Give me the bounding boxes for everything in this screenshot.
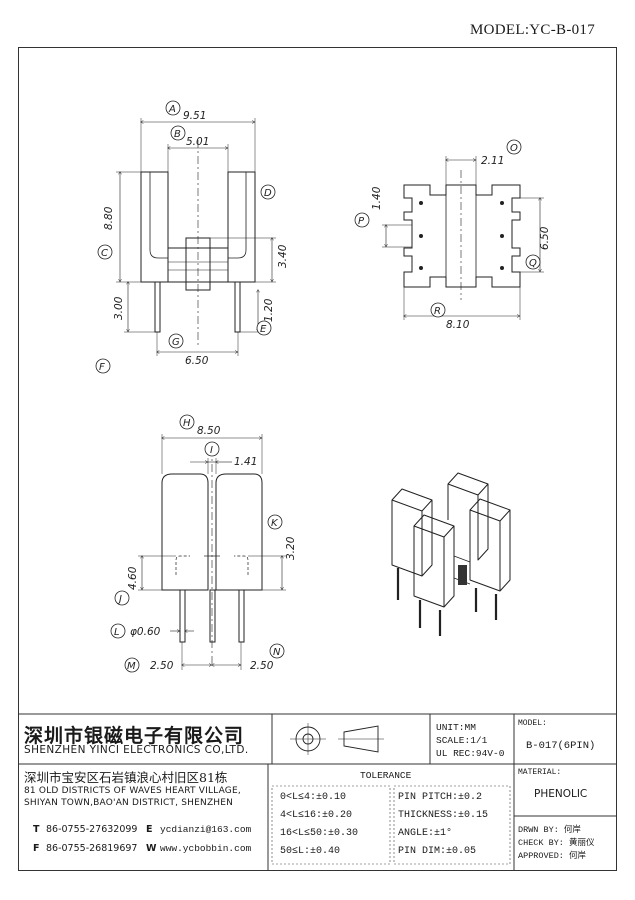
callout-M: M bbox=[127, 661, 136, 672]
ul-rec-label: UL REC:94V-0 bbox=[436, 748, 505, 759]
tolerance-right-4: PIN DIM:±0.05 bbox=[398, 846, 477, 857]
scale-label: SCALE:1/1 bbox=[436, 735, 488, 746]
callout-P: P bbox=[358, 216, 365, 227]
dim-M: 2.50 bbox=[150, 660, 174, 672]
callout-J: J bbox=[117, 594, 122, 605]
checked-by: CHECK BY: 黄丽仪 bbox=[518, 838, 595, 848]
tolerance-title: TOLERANCE bbox=[360, 770, 412, 781]
company-name-en: SHENZHEN YINCI ELECTRONICS CO,LTD. bbox=[24, 744, 249, 756]
approved-by: APPROVED: 何岸 bbox=[518, 851, 587, 861]
callout-A: A bbox=[168, 104, 176, 115]
dim-A: 9.51 bbox=[183, 110, 206, 122]
side-pin-left bbox=[179, 589, 186, 643]
email-label: E bbox=[146, 824, 153, 835]
dim-C: 8.80 bbox=[103, 206, 115, 230]
dim-N: 2.50 bbox=[250, 660, 274, 672]
side-right-flange bbox=[215, 473, 263, 591]
dim-F: 3.00 bbox=[113, 296, 125, 320]
dim-B: 5.01 bbox=[186, 136, 209, 148]
callout-G: G bbox=[172, 337, 180, 348]
address-cn: 深圳市宝安区石岩镇浪心村旧区81栋 bbox=[24, 770, 228, 785]
tolerance-right-2: THICKNESS:±0.15 bbox=[398, 810, 489, 821]
front-right-flange bbox=[227, 171, 256, 283]
dim-H: 8.50 bbox=[197, 425, 221, 437]
dim-G: 6.50 bbox=[185, 355, 209, 367]
side-pin-center bbox=[209, 589, 216, 643]
side-left-flange bbox=[161, 473, 209, 591]
dim-Q: 6.50 bbox=[539, 226, 551, 250]
email-value: ycdianzi@163.com bbox=[160, 824, 252, 835]
web-value: www.ycbobbin.com bbox=[160, 843, 252, 854]
callout-B: B bbox=[174, 129, 181, 140]
callout-F: F bbox=[99, 362, 105, 373]
dim-J: 4.60 bbox=[127, 566, 139, 590]
drawing-frame bbox=[18, 47, 617, 871]
dim-D: 3.40 bbox=[277, 244, 289, 268]
callout-C: C bbox=[101, 248, 108, 259]
callout-R: R bbox=[434, 306, 441, 317]
tolerance-left-3: 16<L≤50:±0.30 bbox=[280, 828, 359, 839]
unit-label: UNIT:MM bbox=[436, 722, 476, 733]
address-en-line2: SHIYAN TOWN,BAO'AN DISTRICT, SHENZHEN bbox=[24, 798, 234, 808]
dim-O: 2.11 bbox=[481, 155, 504, 167]
top-view bbox=[382, 156, 544, 320]
web-label: W bbox=[146, 843, 157, 854]
tolerance-left-2: 4<L≤16:±0.20 bbox=[280, 810, 353, 821]
callout-N: N bbox=[273, 647, 281, 658]
front-right-pin bbox=[234, 281, 241, 333]
dim-E: 1.20 bbox=[263, 298, 275, 322]
callout-L: L bbox=[114, 627, 120, 638]
isometric-view bbox=[391, 472, 511, 636]
callout-H: H bbox=[183, 418, 191, 429]
tolerance-right-1: PIN PITCH:±0.2 bbox=[398, 792, 483, 803]
tolerance-left-4: 50≤L:±0.40 bbox=[280, 846, 341, 857]
tolerance-left-1: 0<L≤4:±0.10 bbox=[280, 792, 347, 803]
tel-value: 86-0755-27632099 bbox=[46, 824, 138, 835]
model-field-value: B-017(6PIN) bbox=[526, 740, 596, 752]
front-left-flange bbox=[140, 171, 169, 283]
dim-R: 8.10 bbox=[446, 319, 470, 331]
projection-symbol bbox=[290, 723, 384, 755]
material-label: MATERIAL: bbox=[518, 768, 562, 777]
fax-value: 86-0755-26819697 bbox=[46, 843, 138, 854]
callout-D: D bbox=[264, 188, 272, 199]
callout-E: E bbox=[260, 324, 267, 335]
dim-K: 3.20 bbox=[285, 536, 297, 560]
title-block bbox=[18, 713, 617, 871]
front-left-pin bbox=[154, 281, 161, 333]
drawn-by: DRWN BY: 何岸 bbox=[518, 825, 581, 835]
dim-P: 1.40 bbox=[371, 186, 383, 210]
front-view bbox=[116, 118, 276, 356]
address-en-line1: 81 OLD DISTRICTS OF WAVES HEART VILLAGE, bbox=[24, 786, 241, 796]
dim-I: 1.41 bbox=[234, 456, 257, 468]
callout-K: K bbox=[271, 518, 279, 529]
tel-label: T bbox=[33, 824, 40, 835]
material-value: PHENOLIC bbox=[534, 788, 588, 800]
callout-O: O bbox=[510, 143, 518, 154]
tolerance-right-3: ANGLE:±1° bbox=[398, 828, 453, 839]
model-field-label: MODEL: bbox=[518, 719, 547, 728]
callout-I: I bbox=[210, 445, 213, 456]
dim-L: φ0.60 bbox=[130, 626, 161, 638]
side-view bbox=[138, 434, 286, 670]
side-pin-right bbox=[238, 589, 245, 643]
company-name-cn: 深圳市银磁电子有限公司 bbox=[24, 725, 245, 747]
callout-Q: Q bbox=[529, 258, 537, 269]
fax-label: F bbox=[33, 843, 40, 854]
tolerance-boxes bbox=[271, 785, 511, 865]
model-title: MODEL:YC-B-017 bbox=[470, 22, 596, 38]
